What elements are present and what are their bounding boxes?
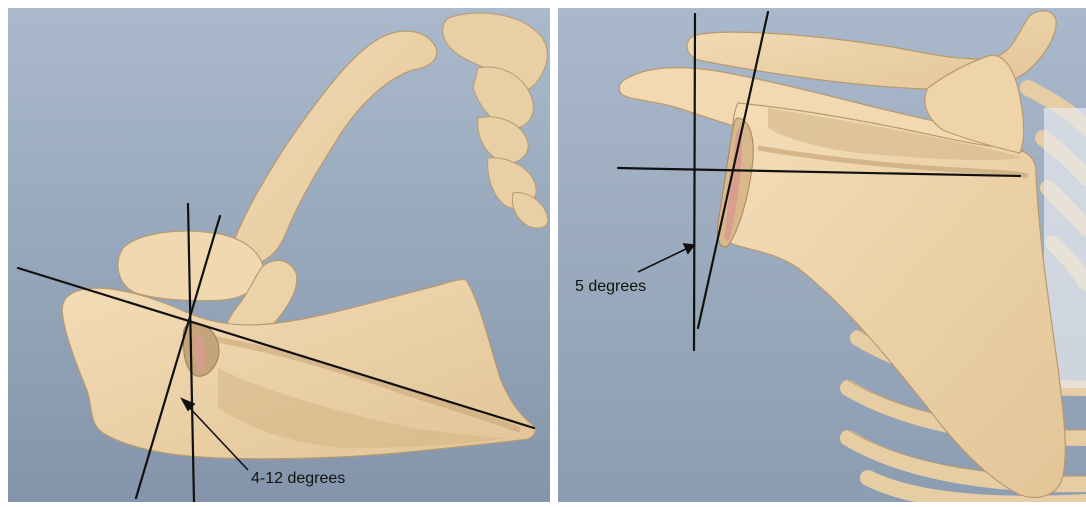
left-anatomy-illustration [8,8,550,502]
left-panel-superior-view: 4-12 degrees [8,8,550,502]
vertical-reference-line [694,14,695,350]
right-panel-posterior-view: 5 degrees [558,8,1086,502]
right-angle-label: 5 degrees [575,278,646,296]
right-anatomy-illustration [558,8,1086,502]
left-angle-label: 4-12 degrees [251,470,345,488]
